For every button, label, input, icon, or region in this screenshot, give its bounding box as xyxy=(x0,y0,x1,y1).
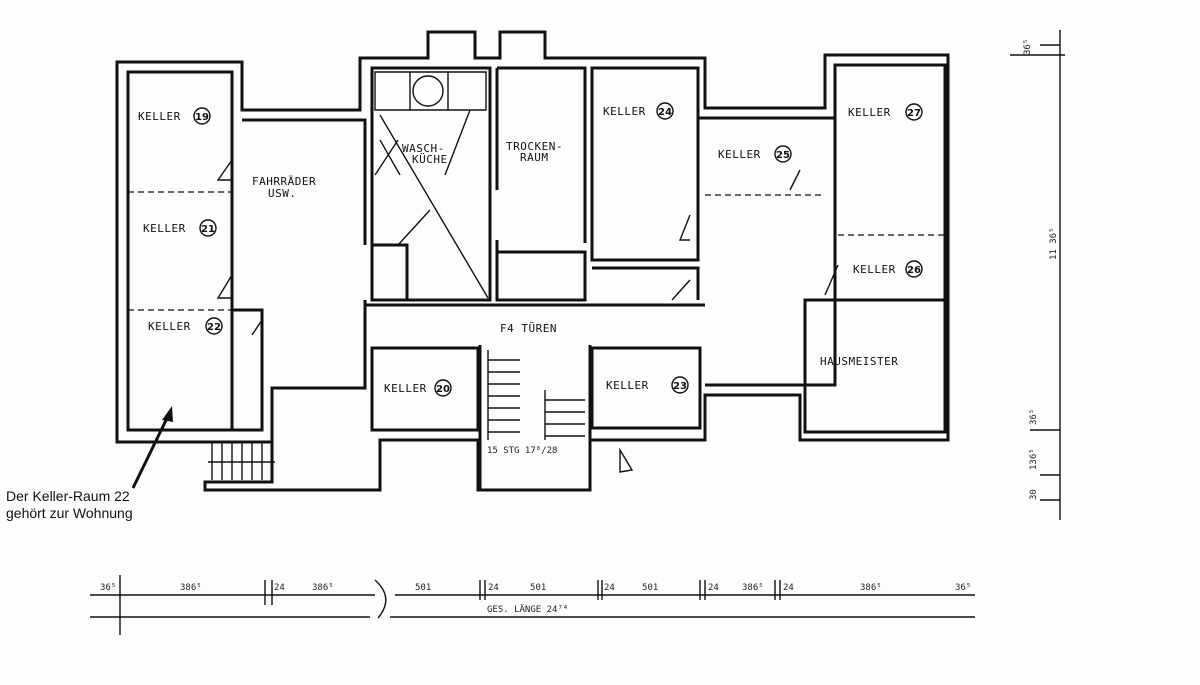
dimension-label: 36⁵ xyxy=(1023,39,1033,55)
dimension-label: 501 xyxy=(415,583,431,593)
annotation-line: gehört zur Wohnung xyxy=(6,505,133,521)
room-label: KELLER xyxy=(384,382,427,395)
dimension-label: 501 xyxy=(642,583,658,593)
dimension-label: 24 xyxy=(708,583,719,593)
dimension-right: 36⁵ 11 36⁵ 36⁵ 136⁵ 30 xyxy=(1010,30,1065,520)
level-marker-icon xyxy=(619,447,634,473)
room-label: KELLER xyxy=(603,105,646,118)
annotation-arrow xyxy=(131,406,173,489)
room-keller-22: KELLER 22 xyxy=(148,317,223,335)
dimension-label: 24 xyxy=(783,583,794,593)
dimension-label: 24 xyxy=(604,583,615,593)
room-number: 20 xyxy=(436,384,450,395)
room-number: 22 xyxy=(207,322,221,333)
stair-treads xyxy=(487,350,585,440)
dimension-label: 30 xyxy=(1029,489,1039,500)
door-swings xyxy=(216,109,839,336)
room-number: 19 xyxy=(195,112,209,123)
room-keller-23: KELLER 23 xyxy=(606,376,689,394)
room-fahrraeder: FAHRRÄDER USW. xyxy=(252,175,316,200)
stair-label: 15 STG 17⁸/28 xyxy=(487,446,557,456)
dimension-label: 501 xyxy=(530,583,546,593)
dimension-label: 386⁵ xyxy=(860,583,882,593)
walls xyxy=(115,30,950,492)
room-label: KELLER xyxy=(853,263,896,276)
room-number: 25 xyxy=(776,150,790,161)
dimension-label: 36⁵ xyxy=(955,583,971,593)
room-keller-21: KELLER 21 xyxy=(143,219,217,237)
dimension-label: 24 xyxy=(274,583,285,593)
room-number: 23 xyxy=(673,381,687,392)
room-number: 21 xyxy=(201,224,215,235)
dimension-label: 386⁵ xyxy=(742,583,764,593)
washing-machine-icon xyxy=(412,75,444,107)
dimension-label: 386⁵ xyxy=(312,583,334,593)
room-label: KELLER xyxy=(143,222,186,235)
room-label: KELLER xyxy=(606,379,649,392)
dimension-label: 136⁵ xyxy=(1029,448,1039,470)
dimension-label: 386⁵ xyxy=(180,583,202,593)
room-number: 24 xyxy=(658,107,672,118)
dimension-label: 24 xyxy=(488,583,499,593)
annotation-note: Der Keller-Raum 22 gehört zur Wohnung xyxy=(6,488,133,522)
dimension-label: 36⁵ xyxy=(1029,409,1039,425)
room-label: KÜCHE xyxy=(412,153,448,166)
dimension-label: 11 36⁵ xyxy=(1049,227,1059,260)
dimension-label: 36⁵ xyxy=(100,583,116,593)
room-label: WASCH- xyxy=(402,142,445,155)
room-keller-26: KELLER 26 xyxy=(853,260,923,278)
room-keller-25: KELLER 25 xyxy=(718,145,792,163)
room-label: KELLER xyxy=(138,110,181,123)
doors-label: F4 TÜREN xyxy=(500,322,557,335)
outside-steps xyxy=(208,442,275,480)
room-label: KELLER xyxy=(848,106,891,119)
room-trockenraum: TROCKEN- RAUM xyxy=(506,140,563,164)
annotation-line: Der Keller-Raum 22 xyxy=(6,488,130,504)
room-keller-20: KELLER 20 xyxy=(384,379,452,397)
room-hausmeister: HAUSMEISTER xyxy=(820,355,898,368)
room-label: KELLER xyxy=(718,148,761,161)
room-number: 27 xyxy=(907,108,921,119)
room-label: KELLER xyxy=(148,320,191,333)
room-label: RAUM xyxy=(520,151,549,164)
room-keller-24: KELLER 24 xyxy=(603,102,674,120)
room-waschkueche: WASCH- KÜCHE xyxy=(402,142,448,166)
room-keller-27: KELLER 27 xyxy=(848,103,923,121)
total-length-label: GES. LÄNGE 24⁷⁴ xyxy=(487,604,568,615)
room-keller-19: KELLER 19 xyxy=(138,107,211,125)
room-number: 26 xyxy=(907,265,921,276)
room-label: TROCKEN- xyxy=(506,140,563,153)
room-label: USW. xyxy=(268,187,297,200)
room-label: FAHRRÄDER xyxy=(252,175,316,188)
dimension-bottom: 36⁵ 386⁵ 24 386⁵ 501 24 501 24 501 24 38… xyxy=(90,575,975,635)
